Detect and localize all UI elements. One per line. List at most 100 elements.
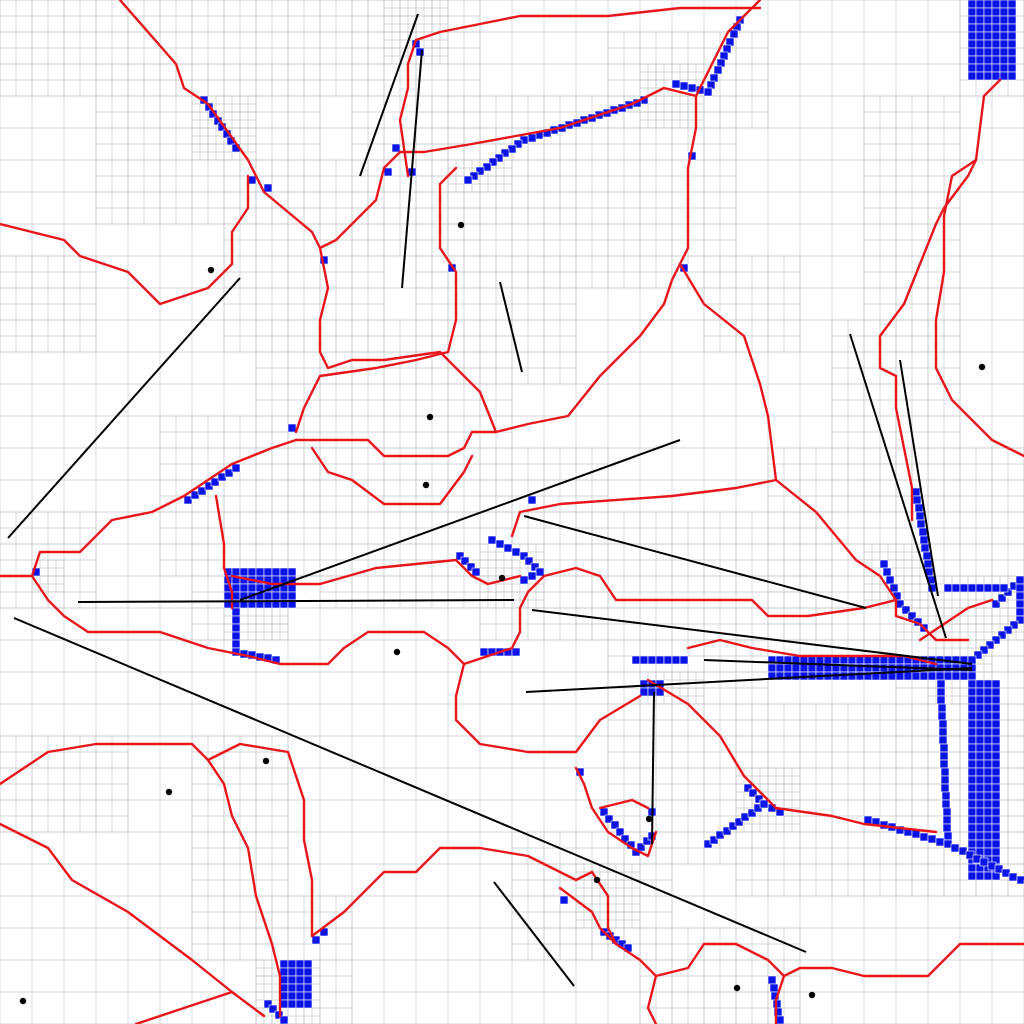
grid-finer-10 [447,159,513,193]
blue-bar-right [775,663,785,673]
black-segment-12 [13,617,807,953]
dot-13 [19,997,27,1005]
blue-chain-upper-diagonal [463,175,473,185]
blue-cluster-center [503,543,513,553]
blue-cluster-center [511,547,521,557]
blue-column-right [967,735,977,745]
blue-chain-right-horizontal [967,583,977,593]
blue-column-right [967,687,977,697]
blue-chain-right-vertical [943,831,953,841]
black-segment-0 [359,13,419,177]
blue-bar-right [919,671,929,681]
blue-chain-center-bottom [511,647,521,657]
grid-fine-28 [0,255,97,353]
blue-chain-right-vertical [938,727,948,737]
blue-bar-right [783,663,793,673]
blue-block-top-right [1007,39,1017,49]
blue-chain-right-high [920,543,930,553]
black-segment-4 [239,439,681,601]
blue-cluster-left [239,567,249,577]
blue-block-top-right [975,15,985,25]
blue-chain-lower-right [935,837,945,847]
blue-block-bottom [287,999,297,1009]
blue-cell [559,895,569,905]
blue-chain-right-horizontal [959,583,969,593]
red-path-6 [294,430,498,458]
blue-chain-right-vertical [936,695,946,705]
blue-column-right [983,847,993,857]
blue-block-bottom [295,959,305,969]
blue-bar-right [959,671,969,681]
blue-chain-center-right-b [722,826,732,836]
blue-chain-lower-right [979,857,989,867]
blue-cell-pair [415,47,425,57]
grid-fine-29 [703,255,801,353]
blue-column-right [967,815,977,825]
grid-fine-15 [863,95,961,353]
blue-column-right [967,743,977,753]
red-path-27 [918,598,994,642]
blue-column-right [991,703,1001,713]
blue-chain-right-high [922,551,932,561]
blue-column-right [983,735,993,745]
black-segment-11 [899,359,939,597]
blue-chain-right-upper [991,599,1001,609]
blue-column-right [967,791,977,801]
red-path-13 [574,766,658,858]
blue-chain-left-mid [210,477,220,487]
black-segments [7,13,973,987]
blue-chain-lower-right [919,832,929,842]
blue-chain-left-bottom [231,615,241,625]
red-path-25 [878,78,1002,522]
blue-block-top-right [967,0,977,9]
blue-chain-right-vertical [939,743,949,753]
blue-column-right [967,799,977,809]
blue-chain-right-upper [1015,607,1024,617]
blue-chain-right-upper [1015,575,1024,585]
blue-chain-right-horizontal [943,583,953,593]
blue-cluster-center [535,567,545,577]
blue-column-right [983,743,993,753]
blue-block-top-right [1007,15,1017,25]
blue-block-top-right [983,63,993,73]
blue-chain-right-a [679,655,689,665]
blue-column-right [967,823,977,833]
blue-chain-right-high [915,511,925,521]
blue-cell [527,495,537,505]
blue-chain-right-upper [1009,620,1019,630]
blue-cluster-left [255,567,265,577]
blue-block-top-right [983,0,993,9]
blue-column-right [975,687,985,697]
blue-cell [263,183,273,193]
blue-block-top-right [967,15,977,25]
red-path-24 [774,974,786,1024]
black-segment-13 [493,881,575,987]
blue-column-right [975,807,985,817]
blue-block-bottom [295,967,305,977]
blue-block-bottom [295,983,305,993]
blue-block-top-right [991,23,1001,33]
blue-chain-left-mid [224,468,234,478]
blue-column-right [983,839,993,849]
blue-cluster-left [263,567,273,577]
blue-column-right [991,767,1001,777]
blue-chain-right-vertical [941,791,951,801]
red-path-1 [398,6,762,178]
blue-bar-right [967,671,977,681]
blue-block-top-right [999,31,1009,41]
blue-column-right [983,823,993,833]
blue-chain-bottom-right [767,975,777,985]
red-path-2 [0,174,250,306]
blue-block-top-right [967,47,977,57]
blue-chain-right-diag [907,611,917,621]
blue-bar-right [903,671,913,681]
blue-bar-right [791,663,801,673]
blue-block-top-right [1007,7,1017,17]
blue-chain-center-lower [636,842,646,852]
blue-column-right [967,775,977,785]
blue-block-top-right [975,47,985,57]
blue-block-bottom [279,983,289,993]
blue-block-bottom [287,991,297,1001]
